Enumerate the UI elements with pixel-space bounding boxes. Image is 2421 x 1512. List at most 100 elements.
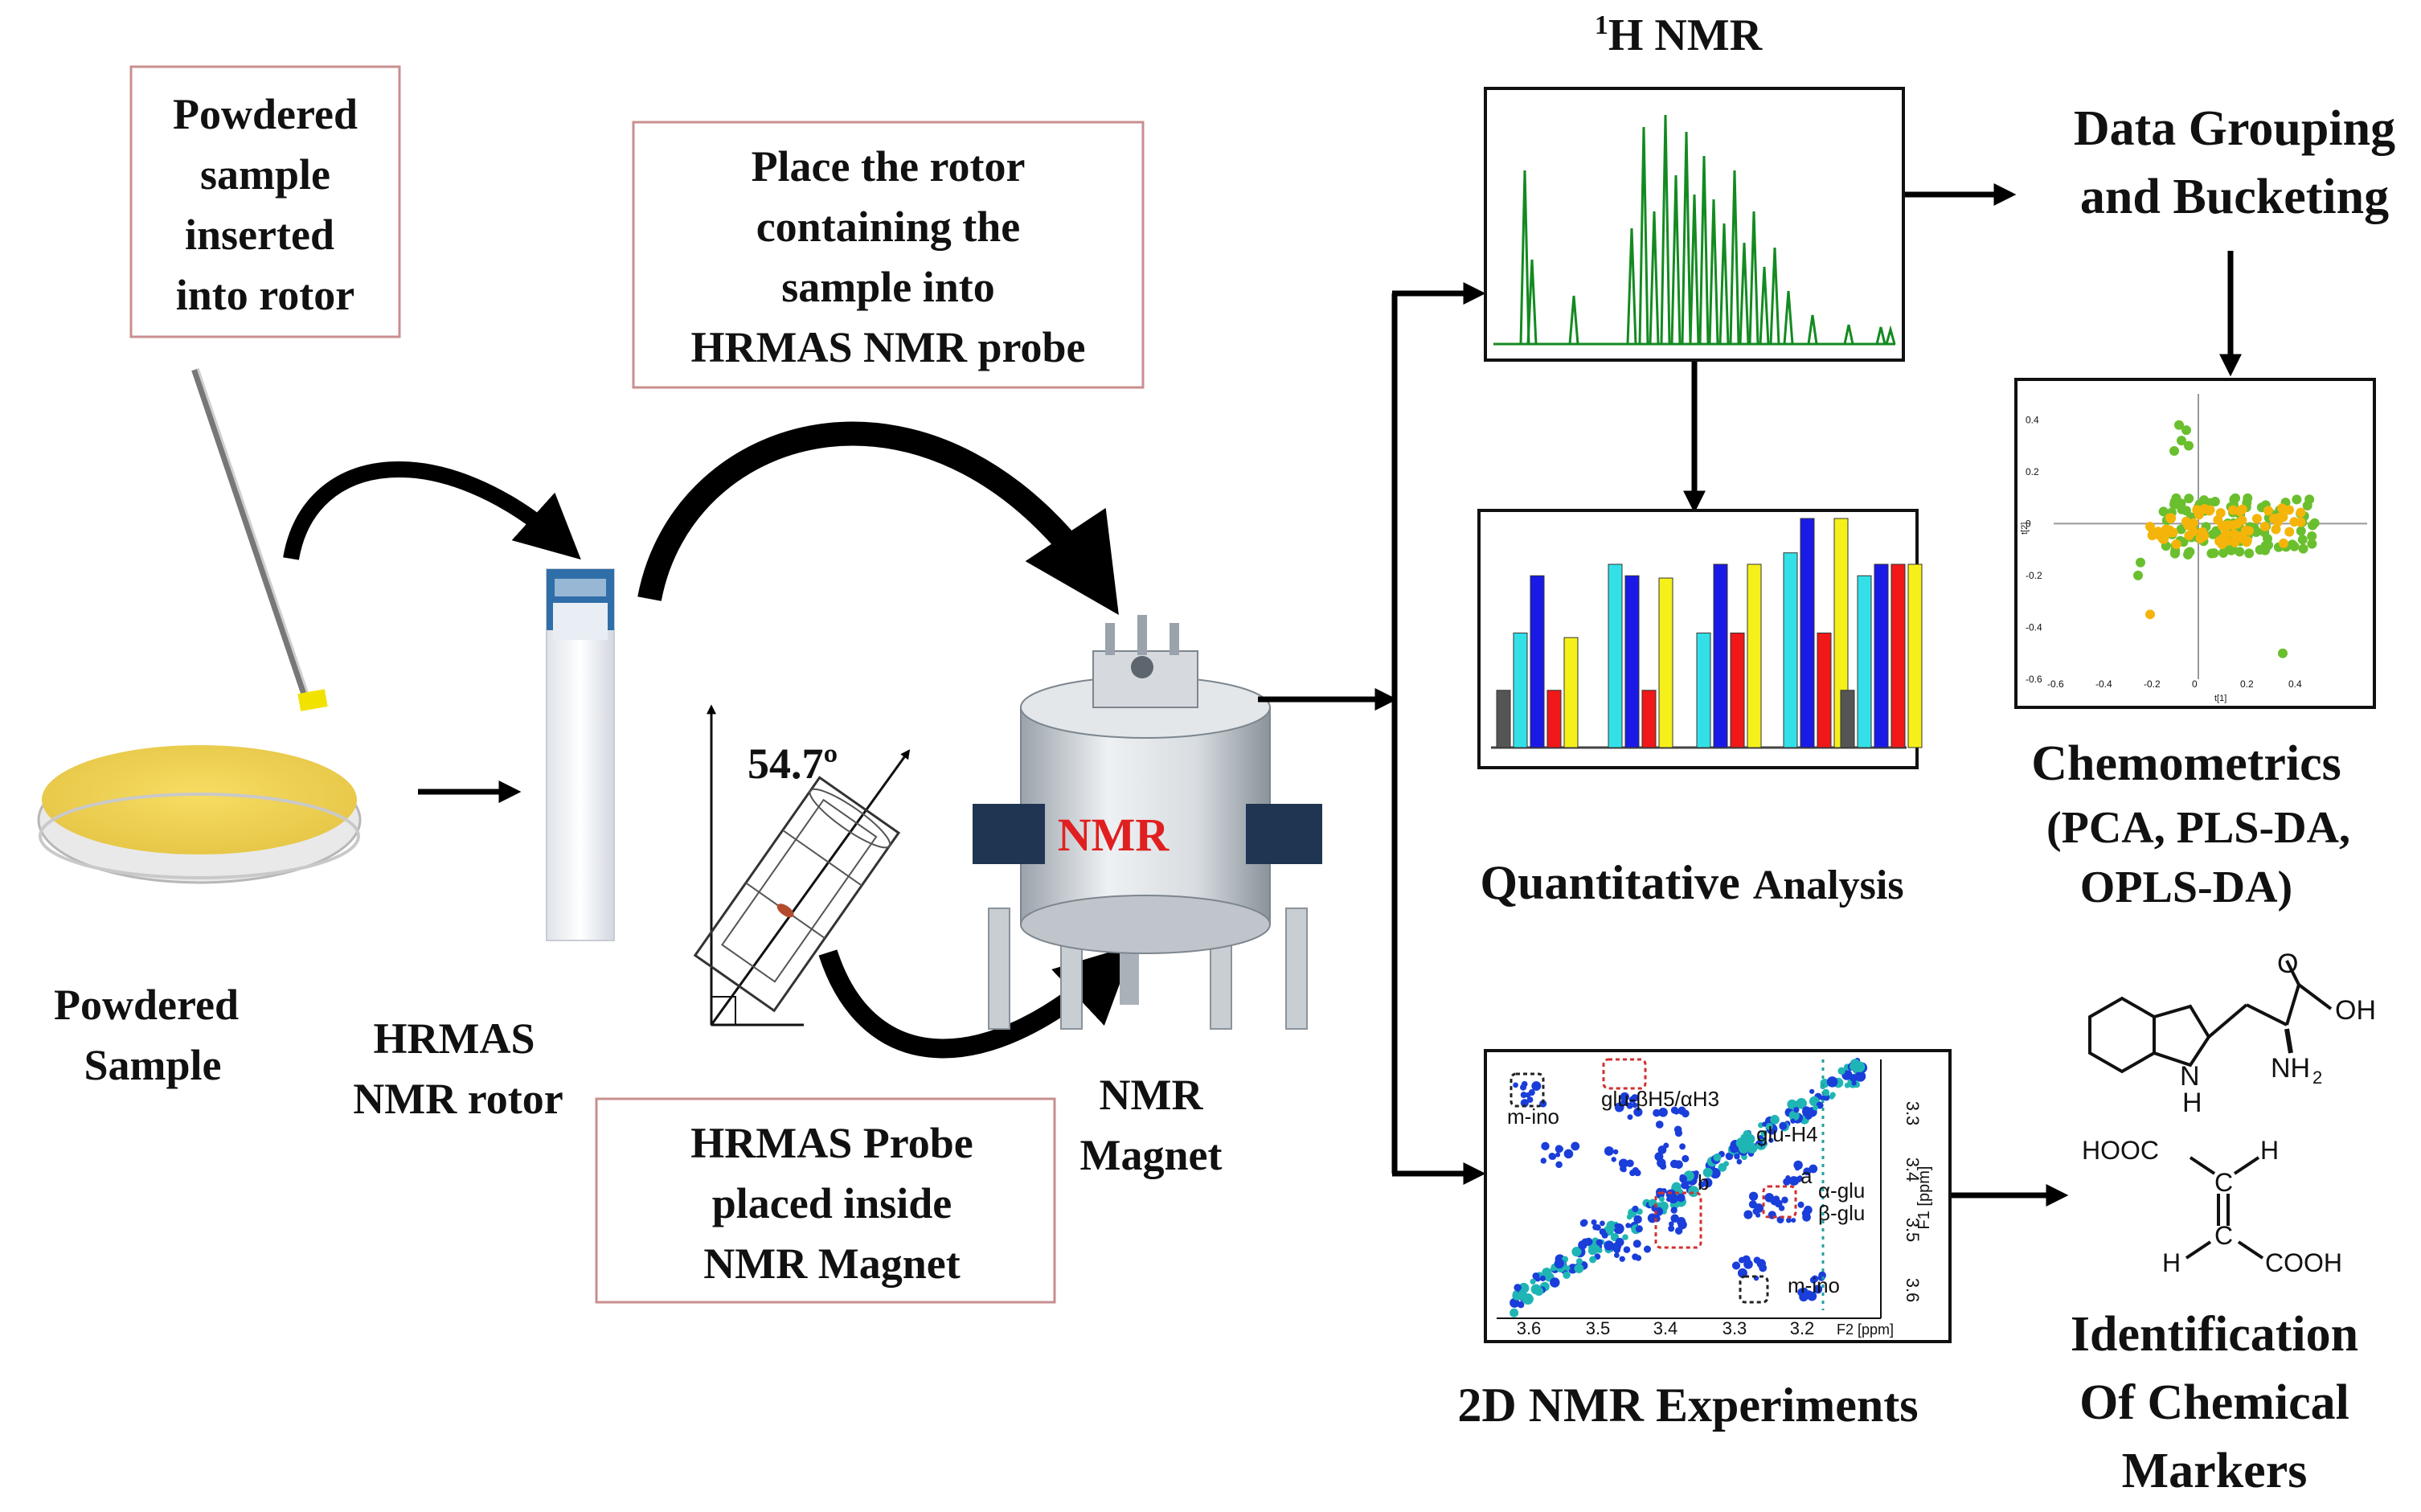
pca-x-tick: -0.4 bbox=[2095, 678, 2112, 690]
pca-point bbox=[2209, 548, 2219, 559]
pca-point bbox=[2161, 524, 2171, 535]
pca-point bbox=[2183, 550, 2194, 560]
bar bbox=[1608, 563, 1623, 748]
spectrum-peak bbox=[1718, 223, 1730, 345]
nmr-magnet-label: Magnet bbox=[1080, 1131, 1223, 1179]
pca-point bbox=[2198, 527, 2208, 538]
spectrum-peak bbox=[1626, 227, 1637, 345]
pca-point bbox=[2302, 501, 2312, 511]
box-powder-line: into rotor bbox=[176, 271, 354, 319]
twod-contour bbox=[1657, 1145, 1667, 1154]
bar bbox=[1696, 633, 1711, 748]
spectrum-peak bbox=[1748, 211, 1759, 345]
twod-contour bbox=[1793, 1107, 1800, 1113]
twod-contour bbox=[1550, 1153, 1557, 1160]
identification-label: Markers bbox=[2122, 1444, 2308, 1498]
twod-contour bbox=[1612, 1149, 1619, 1155]
pca-point bbox=[2243, 526, 2254, 536]
h1-nmr-superscript: 1 bbox=[1595, 10, 1608, 40]
twod-contour bbox=[1632, 1240, 1641, 1248]
bar bbox=[1891, 563, 1906, 748]
twod-contour bbox=[1743, 1260, 1753, 1269]
twod-contour bbox=[1622, 1234, 1628, 1240]
twod-contour bbox=[1539, 1275, 1546, 1282]
twod-contour bbox=[1633, 1215, 1642, 1224]
powdered-sample-label: Powdered bbox=[54, 981, 239, 1029]
spectrum-peak bbox=[1843, 324, 1854, 345]
twod-contour bbox=[1679, 1143, 1686, 1150]
twod-contour bbox=[1658, 1107, 1668, 1117]
spectrum-peak bbox=[1689, 194, 1700, 345]
twod-y-tick: 3.5 bbox=[1903, 1218, 1923, 1243]
twod-contour bbox=[1655, 1121, 1664, 1129]
twod-contour bbox=[1791, 1218, 1796, 1223]
twod-contour bbox=[1673, 1108, 1680, 1115]
box-probe-line: placed inside bbox=[712, 1179, 952, 1227]
twod-contour bbox=[1615, 1237, 1624, 1247]
pca-y-tick: -0.6 bbox=[2026, 674, 2042, 685]
pca-x-tick: 0.2 bbox=[2240, 678, 2254, 690]
twod-contour bbox=[1813, 1285, 1823, 1294]
spectrum-peak bbox=[1885, 325, 1896, 345]
twod-contour bbox=[1682, 1180, 1690, 1188]
twod-contour bbox=[1790, 1118, 1796, 1124]
twod-contour bbox=[1531, 1081, 1542, 1092]
pca-point bbox=[2278, 648, 2288, 658]
twod-contour bbox=[1658, 1196, 1665, 1203]
twod-contour bbox=[1575, 1258, 1583, 1265]
tryptophan-structure: O OH NH 2 N H bbox=[2088, 949, 2376, 1118]
twod-contour bbox=[1702, 1178, 1713, 1188]
pca-point bbox=[2184, 440, 2194, 451]
twod-contour bbox=[1563, 1149, 1574, 1159]
twod-contour bbox=[1620, 1166, 1627, 1173]
twod-contour bbox=[1743, 1129, 1751, 1138]
twod-contour bbox=[1674, 1227, 1683, 1235]
pca-point bbox=[2165, 514, 2176, 524]
pca-point bbox=[2292, 494, 2302, 505]
bar bbox=[1563, 637, 1579, 748]
twod-contour bbox=[1837, 1067, 1845, 1075]
identification-label: Of Chemical bbox=[2079, 1375, 2349, 1430]
pca-point bbox=[2278, 512, 2288, 522]
pca-point bbox=[2243, 493, 2253, 503]
spectrum-peak bbox=[1649, 211, 1660, 345]
acid-atom-label: C bbox=[2214, 1221, 2233, 1250]
twod-contour bbox=[1571, 1247, 1582, 1257]
twod-x-tick: 3.4 bbox=[1653, 1318, 1678, 1338]
twod-contour bbox=[1596, 1239, 1603, 1246]
twod-contour bbox=[1623, 1246, 1631, 1253]
twod-contour bbox=[1816, 1101, 1824, 1109]
bar bbox=[1857, 575, 1872, 748]
spectrum-peak bbox=[1698, 155, 1710, 345]
twod-contour bbox=[1659, 1162, 1667, 1170]
twod-annotation-box bbox=[1510, 1072, 1545, 1108]
hrmas-rotor-tube bbox=[546, 568, 615, 941]
pca-point bbox=[2176, 498, 2186, 509]
twod-contour bbox=[1534, 1286, 1544, 1297]
spectrum-peak bbox=[1660, 114, 1671, 345]
twod-contour bbox=[1734, 1153, 1740, 1160]
pca-point bbox=[2227, 505, 2238, 515]
twod-contour bbox=[1589, 1256, 1597, 1264]
twod-contour bbox=[1632, 1102, 1638, 1108]
bar bbox=[1730, 633, 1745, 748]
pca-point bbox=[2231, 493, 2241, 503]
pca-point bbox=[2307, 539, 2317, 549]
chemometrics-label: (PCA, PLS-DA, bbox=[2046, 803, 2350, 853]
pca-point bbox=[2296, 526, 2306, 536]
twod-contour bbox=[1665, 1189, 1677, 1199]
twod-contour bbox=[1688, 1186, 1699, 1198]
pca-point bbox=[2307, 531, 2317, 542]
twod-contour bbox=[1526, 1096, 1534, 1104]
twod-contour bbox=[1620, 1098, 1628, 1106]
twod-contour bbox=[1635, 1225, 1643, 1233]
bar bbox=[1641, 690, 1657, 748]
twod-contour bbox=[1682, 1154, 1690, 1163]
pca-point bbox=[2251, 514, 2262, 524]
pca-x-tick: 0 bbox=[2192, 678, 2198, 690]
twod-contour bbox=[1809, 1164, 1818, 1174]
twod-contour bbox=[1748, 1191, 1759, 1201]
pca-point bbox=[2235, 547, 2245, 557]
twod-contour bbox=[1613, 1252, 1620, 1258]
